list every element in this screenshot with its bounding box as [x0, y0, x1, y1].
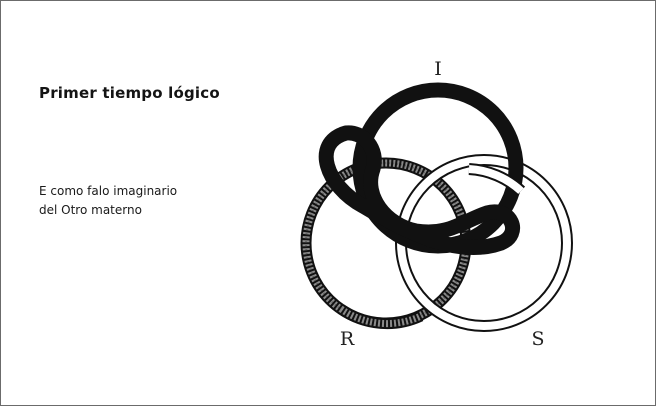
imaginary-fold-loop — [318, 125, 520, 255]
slide-description: E como falo imaginario del Otro materno — [39, 182, 177, 220]
label-r: R — [340, 328, 355, 350]
label-s: S — [531, 328, 544, 350]
label-i: I — [434, 58, 442, 80]
description-line-1: E como falo imaginario — [39, 184, 178, 198]
slide-title: Primer tiempo lógico — [39, 84, 220, 102]
crossing-overlays — [337, 163, 526, 330]
description-line-2: del Otro materno — [39, 203, 142, 217]
